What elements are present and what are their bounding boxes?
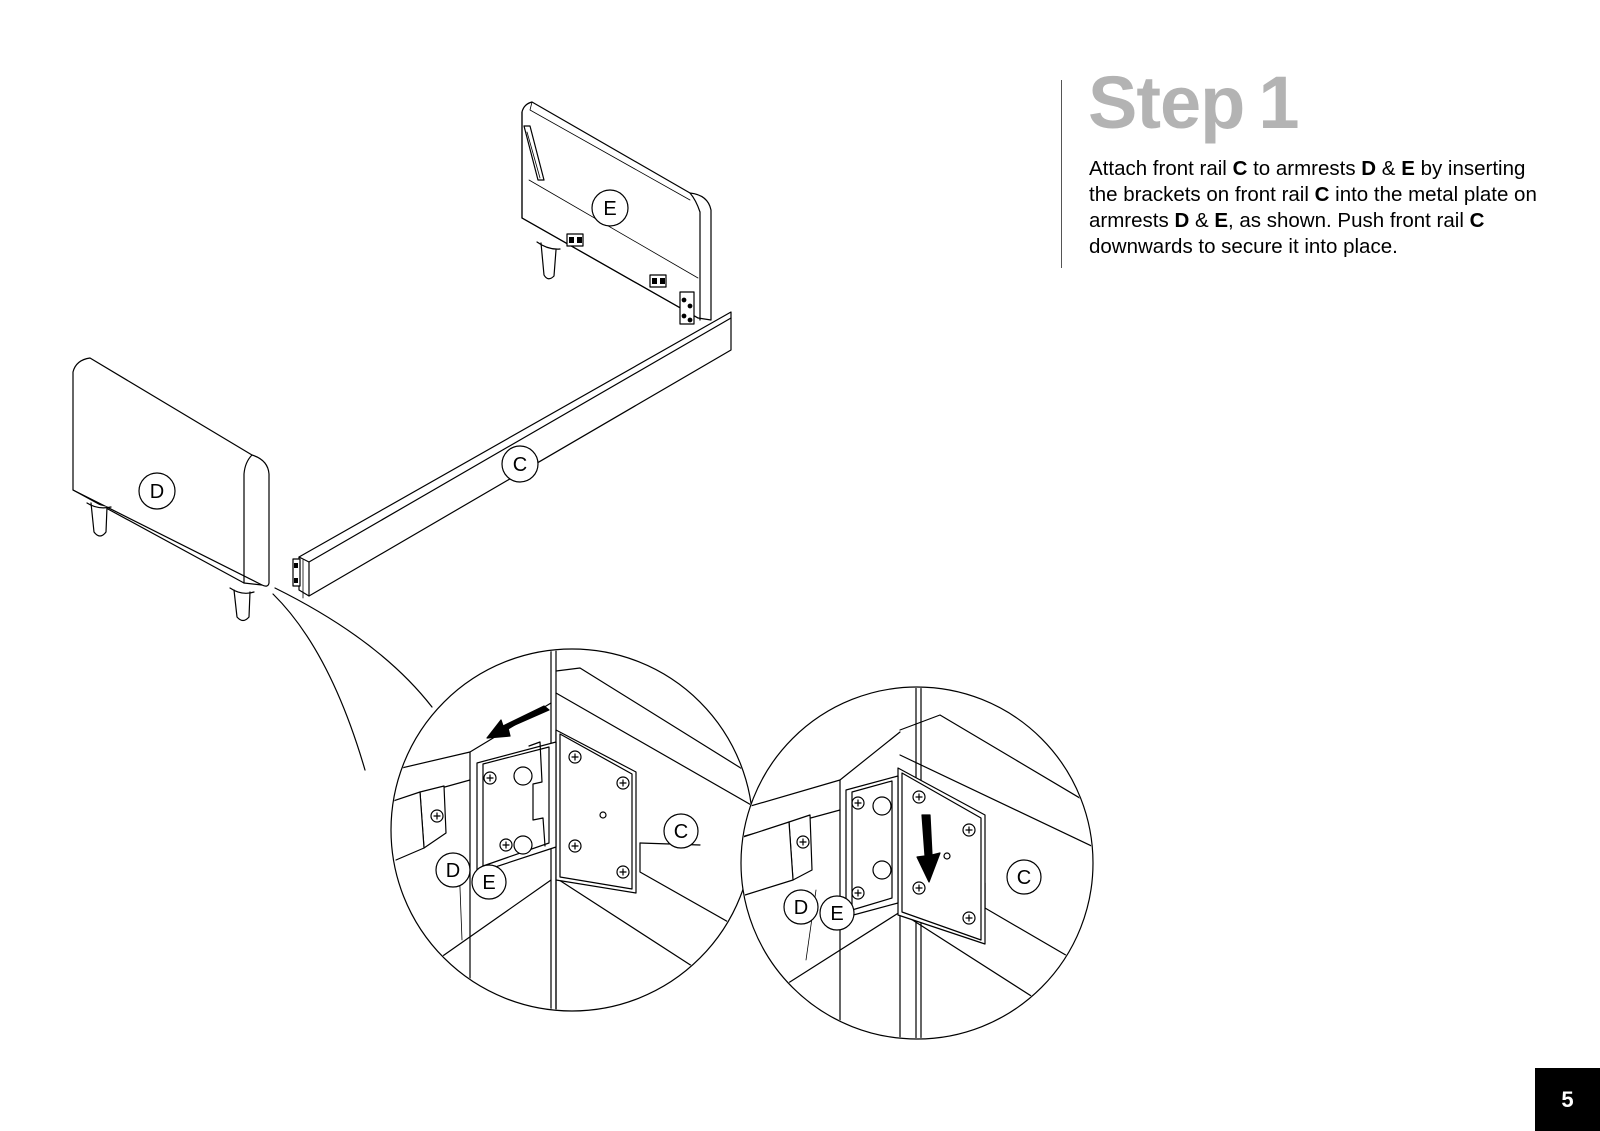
instruction-part-ref: C <box>1232 157 1248 180</box>
detail-right-label-d: D <box>783 889 819 925</box>
part-label-d: D <box>138 472 176 510</box>
step-number: 1 <box>1258 61 1299 144</box>
detail-left <box>390 648 754 1012</box>
instruction-text: & <box>1376 157 1402 180</box>
instruction-text: by inserting the brackets on front rail <box>1089 157 1526 206</box>
svg-text:C: C <box>513 454 527 476</box>
zoom-callout-outline <box>274 587 433 708</box>
instruction-text: & <box>1189 209 1215 232</box>
svg-text:C: C <box>674 821 688 843</box>
step-instructions: Attach front rail C to armrests D & E by… <box>1089 156 1559 260</box>
part-label-e: E <box>591 189 629 227</box>
detail-right-label-e: E <box>819 895 855 931</box>
svg-text:C: C <box>1017 867 1031 889</box>
detail-left-label-c: C <box>663 813 699 849</box>
svg-text:E: E <box>603 198 616 220</box>
instruction-text: downwards to secure it into place. <box>1089 235 1398 258</box>
svg-text:D: D <box>794 897 808 919</box>
detail-right-label-c: C <box>1006 859 1042 895</box>
detail-right <box>740 686 1094 1040</box>
title-divider <box>1061 80 1062 268</box>
svg-text:E: E <box>482 872 495 894</box>
part-label-c: C <box>501 445 539 483</box>
detail-left-label-d: D <box>435 852 471 888</box>
armrest-d <box>72 357 270 622</box>
instruction-part-ref: E <box>1401 157 1415 180</box>
instruction-text: into the metal plate on armrests <box>1089 183 1537 232</box>
instruction-part-ref: D <box>1174 209 1190 232</box>
instruction-part-ref: D <box>1361 157 1377 180</box>
step-word: Step <box>1088 61 1245 144</box>
instruction-part-ref: C <box>1314 183 1330 206</box>
instruction-part-ref: C <box>1469 209 1485 232</box>
instruction-text: to armrests <box>1247 157 1362 180</box>
detail-left-label-e: E <box>471 864 507 900</box>
page-number: 5 <box>1561 1087 1574 1112</box>
svg-text:D: D <box>150 481 164 503</box>
svg-text:D: D <box>446 860 460 882</box>
svg-text:E: E <box>830 903 843 925</box>
instruction-text: , as shown. Push front rail <box>1228 209 1470 232</box>
page-number-badge: 5 <box>1535 1068 1600 1131</box>
instruction-part-ref: E <box>1214 209 1229 232</box>
instruction-text: Attach front rail <box>1089 157 1233 180</box>
